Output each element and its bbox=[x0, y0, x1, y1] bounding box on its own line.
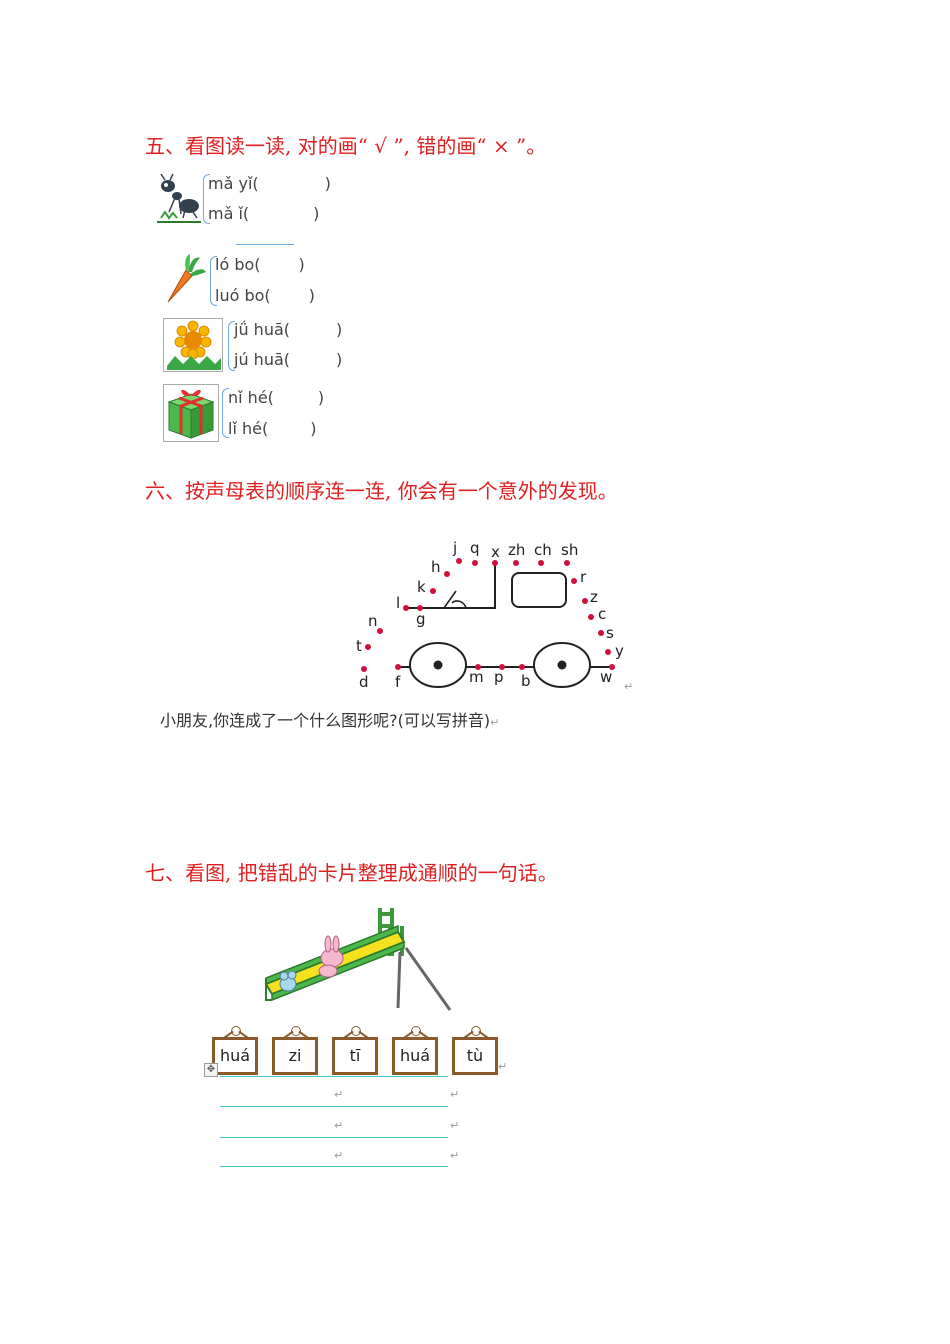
return-mark: ↵ bbox=[334, 1119, 344, 1132]
brace bbox=[222, 388, 229, 438]
letter-label: p bbox=[494, 668, 504, 686]
hook-icon bbox=[351, 1026, 361, 1036]
letter-label: zh bbox=[508, 541, 526, 559]
option-row: luó bo() bbox=[215, 286, 315, 305]
carrot-icon bbox=[167, 254, 206, 303]
return-mark: ↵ bbox=[490, 716, 500, 729]
letter-label: x bbox=[491, 543, 500, 561]
option-row: ló bo() bbox=[215, 255, 305, 274]
letter-label: sh bbox=[561, 541, 579, 559]
section6-title: 六、按声母表的顺序连一连, 你会有一个意外的发现。 bbox=[145, 479, 618, 503]
word-card[interactable]: huá bbox=[392, 1026, 438, 1075]
slide-picture bbox=[264, 908, 452, 1011]
return-mark: ↵ bbox=[450, 1088, 460, 1101]
letter-label: b bbox=[521, 672, 531, 690]
return-mark: ↵ bbox=[624, 680, 634, 693]
letter-label: w bbox=[600, 668, 613, 686]
word-card[interactable]: tī bbox=[332, 1026, 378, 1075]
letter-label: l bbox=[396, 594, 401, 612]
letter-label: y bbox=[615, 642, 624, 660]
letter-label: z bbox=[590, 588, 598, 606]
brace bbox=[210, 256, 217, 306]
letter-label: ch bbox=[534, 541, 552, 559]
option-row: mǎ yǐ() bbox=[208, 174, 331, 193]
word-card[interactable]: tù bbox=[452, 1026, 498, 1075]
option-row: jǘ huā() bbox=[234, 320, 343, 339]
letter-label: k bbox=[417, 578, 426, 596]
ant-icon bbox=[157, 173, 201, 223]
hook-icon bbox=[231, 1026, 241, 1036]
option-row: mǎ ǐ() bbox=[208, 204, 320, 223]
letter-label: s bbox=[606, 624, 614, 642]
move-handle-icon[interactable]: ✥ bbox=[204, 1063, 218, 1077]
return-mark: ↵ bbox=[450, 1119, 460, 1132]
letter-label: n bbox=[368, 612, 378, 630]
letter-label: d bbox=[359, 673, 369, 691]
option-row: nǐ hé() bbox=[228, 388, 325, 407]
letter-label: g bbox=[416, 610, 426, 628]
return-mark: ↵ bbox=[334, 1088, 344, 1101]
option-row: lǐ hé() bbox=[228, 419, 317, 438]
section5-title: 五、看图读一读, 对的画“ √ ”, 错的画“ × ”。 bbox=[145, 134, 547, 158]
letter-label: h bbox=[431, 558, 441, 576]
sunflower-icon bbox=[163, 318, 223, 372]
divider bbox=[236, 244, 294, 245]
answer-line[interactable] bbox=[220, 1166, 448, 1167]
letter-label: r bbox=[580, 568, 587, 586]
letter-label: t bbox=[356, 637, 362, 655]
letter-label: q bbox=[470, 539, 480, 557]
car-dot-to-dot-figure bbox=[361, 558, 615, 688]
letter-label: c bbox=[598, 605, 607, 623]
section7-title: 七、看图, 把错乱的卡片整理成通顺的一句话。 bbox=[145, 861, 558, 885]
word-card[interactable]: huá bbox=[212, 1026, 258, 1075]
hook-icon bbox=[471, 1026, 481, 1036]
letter-label: m bbox=[469, 668, 484, 686]
hook-icon bbox=[291, 1026, 301, 1036]
hook-icon bbox=[411, 1026, 421, 1036]
brace bbox=[203, 174, 210, 224]
option-row: jú huā() bbox=[234, 350, 343, 369]
return-mark: ↵ bbox=[498, 1060, 508, 1073]
word-card[interactable]: zi bbox=[272, 1026, 318, 1075]
letter-label: j bbox=[453, 539, 458, 557]
return-mark: ↵ bbox=[334, 1149, 344, 1162]
answer-line[interactable] bbox=[220, 1137, 448, 1138]
brace bbox=[228, 321, 235, 371]
answer-line[interactable] bbox=[220, 1106, 448, 1107]
letter-label: f bbox=[395, 673, 401, 691]
gift-box-icon bbox=[163, 384, 219, 442]
return-mark: ↵ bbox=[450, 1149, 460, 1162]
answer-line[interactable] bbox=[220, 1076, 448, 1077]
question-text: 小朋友,你连成了一个什么图形呢?(可以写拼音)↵ bbox=[160, 711, 500, 730]
